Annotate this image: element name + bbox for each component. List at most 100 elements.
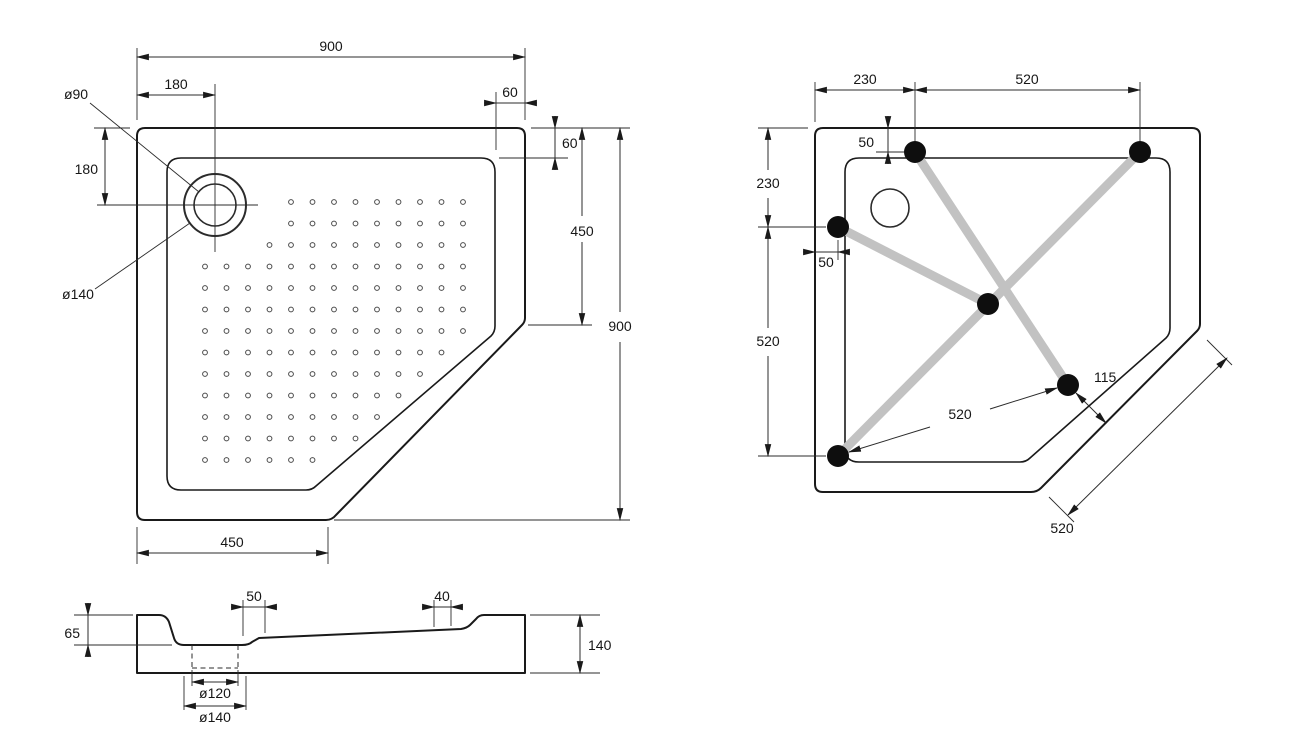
anti-slip-dot — [438, 242, 445, 248]
anti-slip-dot — [202, 414, 208, 420]
dim-leg-spacing-left: 520 — [756, 333, 780, 349]
anti-slip-dot — [331, 349, 337, 356]
anti-slip-dot — [309, 414, 316, 420]
dim-leg-corner-inset: 115 — [1094, 369, 1117, 385]
dim-right-edge: 450 — [570, 223, 594, 239]
anti-slip-dot — [223, 414, 230, 420]
anti-slip-dot — [438, 306, 445, 313]
anti-slip-dot — [245, 457, 251, 463]
anti-slip-dot — [417, 263, 423, 270]
anti-slip-dot — [352, 285, 359, 291]
anti-slip-dot — [438, 220, 445, 227]
anti-slip-dot — [331, 220, 337, 227]
anti-slip-dot — [266, 328, 273, 334]
anti-slip-dot-pattern — [202, 199, 466, 463]
anti-slip-dot — [288, 242, 294, 248]
anti-slip-dot — [202, 435, 208, 442]
drain — [97, 84, 258, 252]
anti-slip-dot — [202, 285, 208, 291]
anti-slip-dot — [331, 263, 337, 270]
support-beam — [911, 149, 1072, 388]
anti-slip-dot — [460, 242, 466, 248]
anti-slip-dot — [309, 328, 316, 334]
anti-slip-dot — [374, 414, 380, 420]
mounting-leg — [904, 141, 926, 163]
anti-slip-dot — [223, 457, 230, 463]
anti-slip-dot — [288, 199, 294, 205]
anti-slip-dot — [223, 435, 230, 442]
anti-slip-dot — [438, 199, 445, 205]
anti-slip-dot — [417, 371, 423, 377]
anti-slip-dot — [374, 242, 380, 248]
drain-circle — [870, 188, 910, 228]
anti-slip-dot — [331, 285, 337, 291]
anti-slip-dot — [460, 306, 466, 313]
anti-slip-dot — [288, 371, 294, 377]
tray-inner-outline — [844, 157, 1171, 463]
anti-slip-dot — [223, 349, 230, 356]
extension-line — [1206, 339, 1233, 366]
anti-slip-dot — [288, 328, 294, 334]
anti-slip-dot — [245, 328, 251, 334]
anti-slip-dot — [288, 220, 294, 227]
anti-slip-dot — [266, 435, 273, 442]
anti-slip-dot — [223, 285, 230, 291]
anti-slip-dot — [460, 285, 466, 291]
anti-slip-dot — [288, 306, 294, 313]
label-drain-inner-dia: ø90 — [64, 86, 88, 102]
anti-slip-dot — [352, 220, 359, 227]
anti-slip-dot — [460, 263, 466, 270]
section-profile — [136, 614, 526, 674]
anti-slip-dot — [374, 306, 380, 313]
anti-slip-dot — [438, 328, 445, 334]
anti-slip-dot — [374, 349, 380, 356]
anti-slip-dot — [309, 371, 316, 377]
anti-slip-dot — [309, 285, 316, 291]
anti-slip-dot — [288, 285, 294, 291]
anti-slip-dot — [266, 414, 273, 420]
anti-slip-dot — [202, 306, 208, 313]
anti-slip-dot — [395, 199, 402, 205]
anti-slip-dot — [352, 435, 359, 442]
anti-slip-dot — [395, 306, 402, 313]
anti-slip-dot — [395, 349, 402, 356]
anti-slip-dot — [223, 263, 230, 270]
dim-inner-depth: 65 — [64, 625, 80, 641]
anti-slip-dot — [288, 435, 294, 442]
anti-slip-dot — [331, 414, 337, 420]
anti-slip-dot — [352, 242, 359, 248]
anti-slip-dot — [223, 306, 230, 313]
anti-slip-dot — [266, 285, 273, 291]
dim-line — [847, 426, 931, 453]
tray-outer-outline — [814, 127, 1201, 493]
dim-drain-offset-x: 180 — [164, 76, 188, 92]
support-beam — [835, 222, 991, 309]
dim-leg-top-inset: 50 — [858, 134, 874, 150]
anti-slip-dot — [223, 392, 230, 399]
anti-slip-dot — [309, 199, 316, 205]
anti-slip-dot — [352, 199, 359, 205]
anti-slip-dot — [245, 306, 251, 313]
anti-slip-dot — [309, 349, 316, 356]
dim-line — [1075, 392, 1107, 424]
anti-slip-dot — [374, 199, 380, 205]
anti-slip-dot — [331, 328, 337, 334]
anti-slip-dot — [202, 457, 208, 463]
anti-slip-dot — [417, 199, 423, 205]
anti-slip-dot — [395, 285, 402, 291]
anti-slip-dot — [395, 328, 402, 334]
anti-slip-dot — [223, 371, 230, 377]
anti-slip-dot — [374, 328, 380, 334]
anti-slip-dot — [266, 349, 273, 356]
anti-slip-dot — [202, 349, 208, 356]
mounting-leg — [827, 216, 849, 238]
anti-slip-dot — [331, 306, 337, 313]
mounting-view: 230 520 50 230 50 520 115 520 520 — [756, 71, 1233, 536]
anti-slip-dot — [417, 242, 423, 248]
dim-leg-spacing-diagonal: 520 — [948, 406, 972, 422]
dim-bottom-edge: 450 — [220, 534, 244, 550]
anti-slip-dot — [374, 392, 380, 399]
anti-slip-dot — [245, 392, 251, 399]
